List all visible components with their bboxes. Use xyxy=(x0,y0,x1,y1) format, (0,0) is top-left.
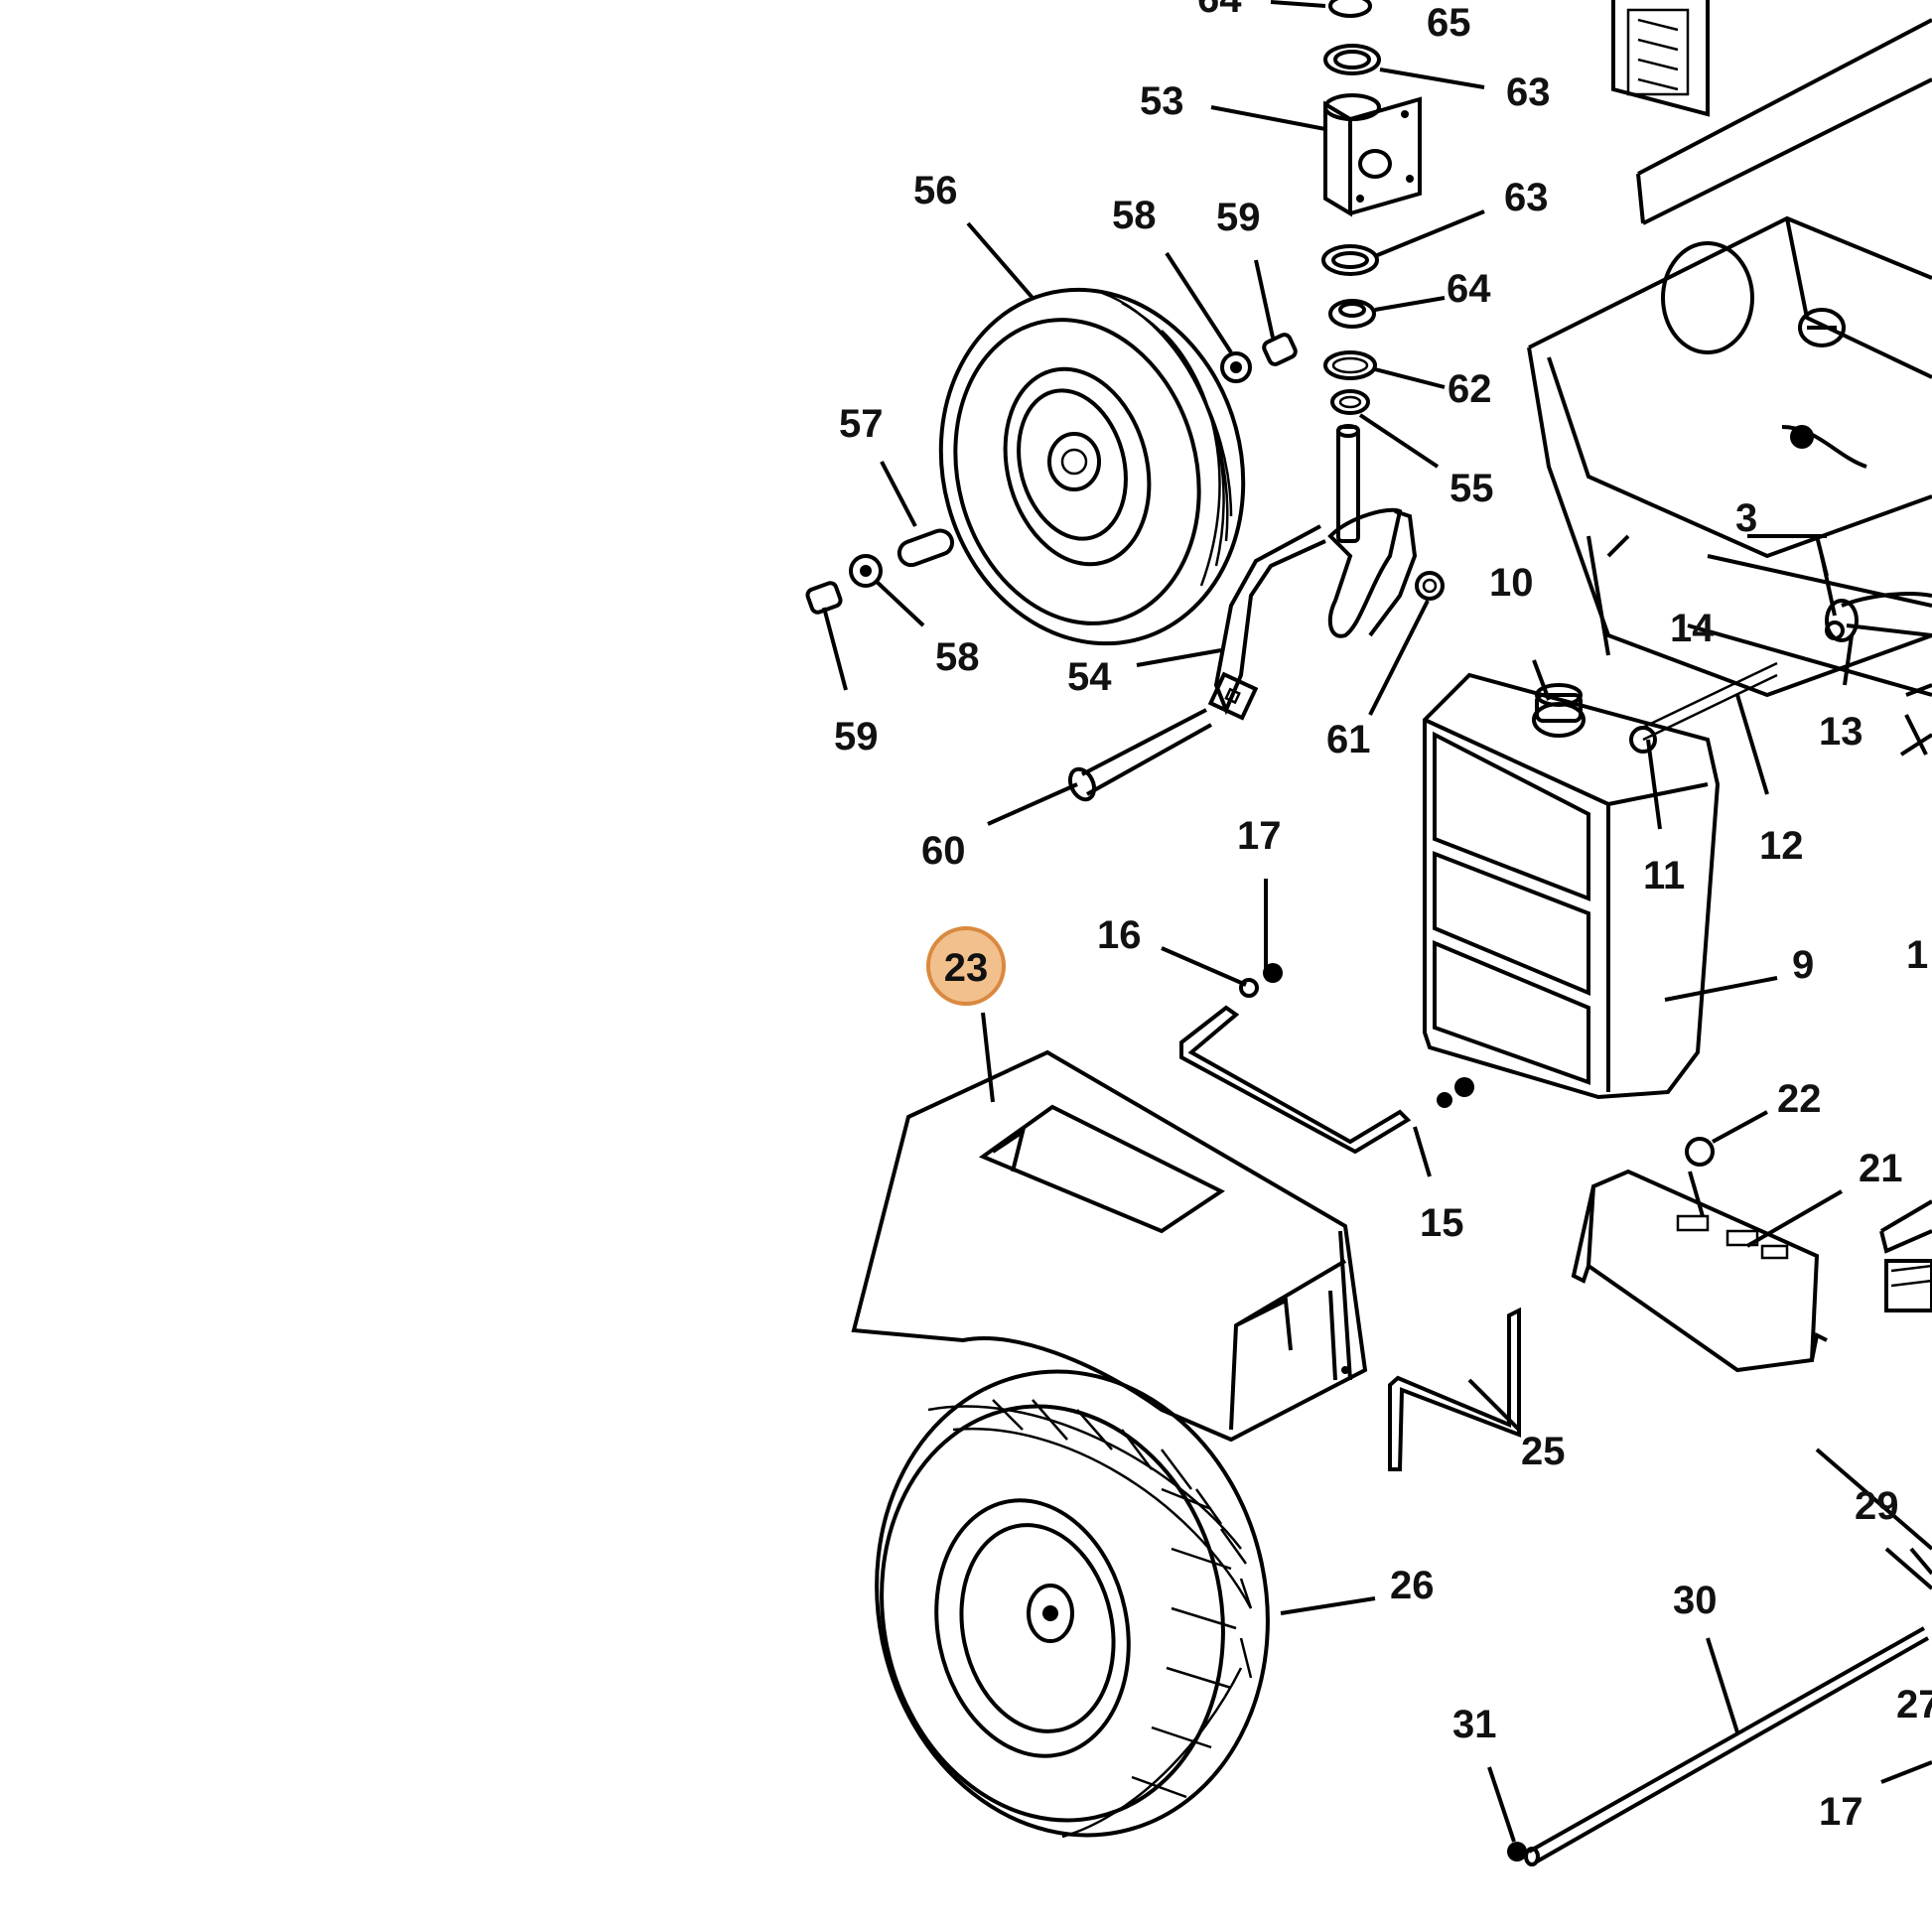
highlight-circle xyxy=(926,926,1006,1006)
label-25: 25 xyxy=(1521,1430,1566,1473)
label-63-mid: 63 xyxy=(1504,176,1549,219)
label-59-left: 59 xyxy=(834,715,879,759)
label-27-partial: 27 xyxy=(1896,1683,1932,1726)
label-1-partial: 1 xyxy=(1906,933,1928,977)
label-55: 55 xyxy=(1449,467,1494,510)
fuel-tank xyxy=(1423,661,1778,1100)
label-16: 16 xyxy=(1097,913,1142,957)
label-3: 3 xyxy=(1735,496,1757,540)
label-56: 56 xyxy=(913,169,958,212)
tractor-frame xyxy=(1527,0,1932,757)
label-60: 60 xyxy=(921,829,966,873)
label-12: 12 xyxy=(1759,824,1804,868)
label-59-top: 59 xyxy=(1216,196,1261,239)
label-64-mid: 64 xyxy=(1447,267,1491,311)
label-65: 65 xyxy=(1427,1,1471,45)
label-58-top: 58 xyxy=(1112,194,1157,237)
misc-parts xyxy=(1388,1137,1932,1866)
label-53: 53 xyxy=(1140,79,1184,123)
label-10: 10 xyxy=(1489,561,1534,605)
label-29: 29 xyxy=(1855,1484,1899,1528)
kingpin-stack xyxy=(1321,0,1422,415)
label-54: 54 xyxy=(1067,655,1112,699)
label-58-left: 58 xyxy=(935,635,980,679)
label-17-bottom: 17 xyxy=(1819,1790,1863,1834)
label-9: 9 xyxy=(1792,943,1814,987)
front-wheel xyxy=(938,287,1246,646)
label-11: 11 xyxy=(1643,854,1685,897)
link-rod xyxy=(1179,963,1474,1155)
label-21: 21 xyxy=(1859,1147,1903,1190)
rear-fender xyxy=(851,1049,1368,1443)
label-30: 30 xyxy=(1673,1579,1718,1622)
bushings xyxy=(805,333,1445,802)
label-22: 22 xyxy=(1777,1077,1822,1121)
label-64-top: 64 xyxy=(1197,0,1242,21)
leader-lines xyxy=(822,0,1932,1843)
label-17-top: 17 xyxy=(1237,814,1282,858)
label-62: 62 xyxy=(1448,367,1492,411)
label-15: 15 xyxy=(1420,1201,1464,1245)
label-63-top: 63 xyxy=(1506,70,1551,114)
label-13: 13 xyxy=(1819,710,1863,754)
rear-wheel xyxy=(875,1369,1270,1839)
label-23-highlighted: 23 xyxy=(944,946,989,990)
spindle-assembly xyxy=(1207,424,1418,721)
part-labels: 64 65 63 53 63 56 58 59 64 62 57 55 10 3… xyxy=(834,0,1932,1834)
label-14: 14 xyxy=(1670,607,1715,650)
label-57: 57 xyxy=(839,402,884,446)
label-31: 31 xyxy=(1452,1703,1497,1746)
label-61: 61 xyxy=(1326,718,1371,761)
label-26: 26 xyxy=(1390,1564,1435,1607)
highlight-callout-23[interactable]: 23 xyxy=(926,926,1006,1006)
